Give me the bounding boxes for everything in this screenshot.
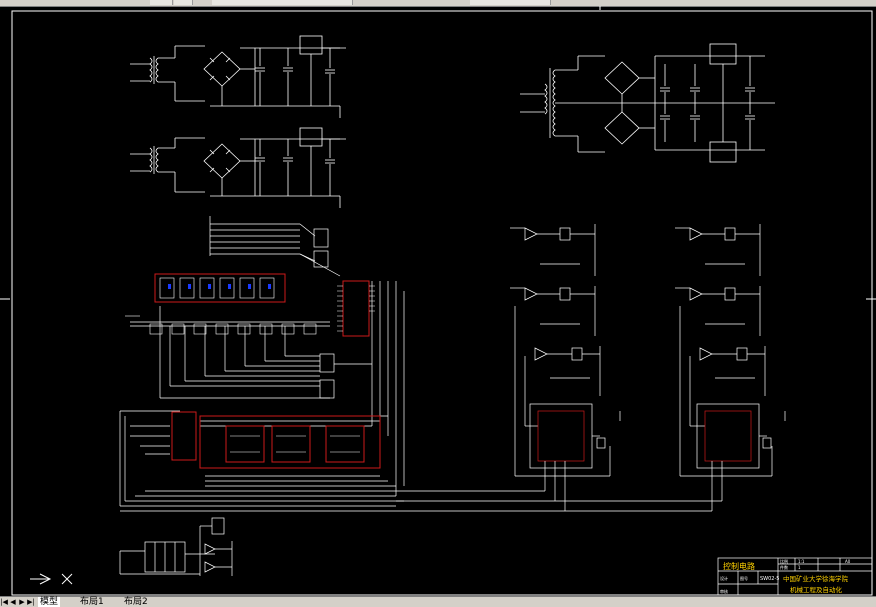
schematic-drawing: 控制电路 比例 1:1 A0 件数 1 设计 图号 SW02-5 审核 中国矿业… [0,6,876,596]
scale-label: 比例 [780,558,788,564]
drawing-no-label: 图号 [740,575,748,581]
count-value: 1 [798,565,801,570]
tab-layout-1[interactable]: 布局1 [80,597,104,607]
scale-value: 1:1 [798,559,805,564]
count-label: 件数 [780,564,788,570]
power-supply-1 [130,35,346,118]
power-supply-2 [130,127,346,208]
drawing-no: SW02-5 [760,576,779,582]
microcontroller-chip [337,280,375,337]
toolbar-strip [0,0,876,7]
toolbar-button[interactable] [150,0,173,5]
tab-model[interactable]: 模型 [38,597,61,607]
tab-layout-2[interactable]: 布局2 [124,597,148,607]
drawing-name: 控制电路 [723,561,755,571]
driver-channel-2 [555,224,786,512]
school-name: 中国矿业大学徐海学院 [783,574,849,583]
toolbar-dropdown[interactable] [212,0,353,5]
designer-label: 设计 [720,575,728,581]
toolbar-dropdown[interactable] [470,0,551,5]
toolbar-button[interactable] [174,0,193,5]
major-name: 机械工程及自动化 [790,585,843,594]
nav-next-icon[interactable]: ▶ [19,598,25,606]
driver-channel-1 [120,224,621,512]
ucs-icon [30,573,73,585]
logic-buses [119,216,405,507]
memory-chip-group [171,411,381,469]
relay-circuit [119,517,233,576]
nav-first-icon[interactable]: |◀ [0,598,8,606]
power-supply-dual [520,43,775,163]
display-module-row [154,273,286,303]
layout-tab-bar: |◀ ◀ ▶ ▶| 模型 布局1 布局2 [0,596,876,607]
sheet-value: A0 [845,559,851,564]
nav-last-icon[interactable]: ▶| [27,598,35,606]
title-block [717,557,873,596]
driver-array [125,315,317,335]
drawing-frame [11,10,873,596]
checker-label: 审核 [720,588,728,594]
title-block-text: 控制电路 比例 1:1 A0 件数 1 设计 图号 SW02-5 审核 中国矿业… [720,558,851,594]
drawing-canvas[interactable]: 控制电路 比例 1:1 A0 件数 1 设计 图号 SW02-5 审核 中国矿业… [0,6,876,596]
nav-prev-icon[interactable]: ◀ [10,598,16,606]
